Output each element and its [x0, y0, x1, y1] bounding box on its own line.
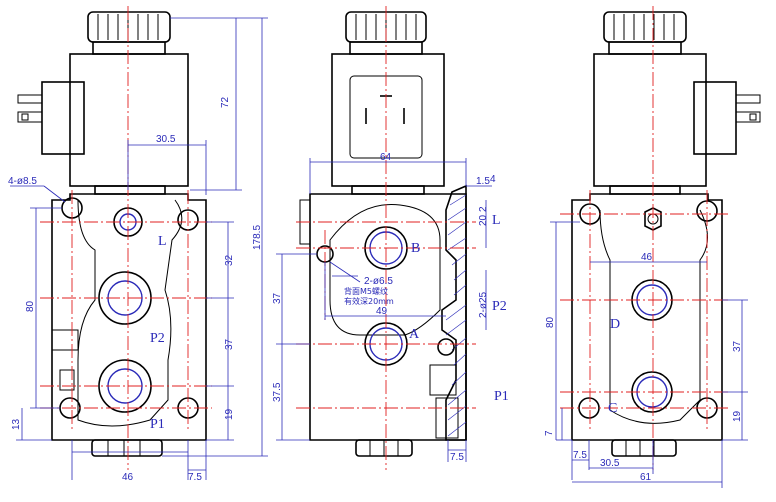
dim-37-5: 37.5: [272, 382, 283, 402]
dim-178-5: 178.5: [252, 225, 263, 250]
dim-1-5: 1.5: [476, 176, 490, 187]
dim-30-5-right: 30.5: [600, 458, 620, 469]
side-view: 64 1.5 4 20 2 L 2-ø25 P2 P1 2-ø6.5 背面M5螺…: [272, 6, 509, 470]
dim-2-25: 2-ø25: [478, 291, 489, 318]
right-view: 46 80 7 37 19 7.5 30.5 61 D: [544, 6, 761, 488]
side-coil: [331, 53, 445, 195]
front-dimensions: 30.5 72 178.5 4-ø8.5 80 13: [8, 17, 268, 483]
port-label-l-side: L: [492, 213, 501, 228]
front-coil: [17, 53, 189, 195]
port-label-c: C: [608, 401, 617, 416]
dim-30-5: 30.5: [156, 134, 176, 145]
front-knurled-cap: [87, 11, 171, 55]
dim-7-right: 7: [544, 430, 555, 436]
dim-37-right: 37: [732, 340, 743, 352]
note-thread-depth: 有效深20mm: [344, 296, 394, 306]
dim-32: 32: [224, 254, 235, 266]
dim-4: 4: [490, 174, 496, 185]
dim-7-5-right: 7.5: [573, 450, 587, 461]
port-label-p2-front: P2: [150, 331, 165, 346]
front-centerlines: [40, 6, 212, 470]
front-view: 30.5 72 178.5 4-ø8.5 80 13: [8, 6, 268, 483]
dim-80: 80: [25, 300, 36, 312]
side-centerlines: [296, 6, 476, 470]
port-label-p2-side: P2: [492, 299, 507, 314]
port-label-p1-front: P1: [150, 417, 165, 432]
port-label-b: B: [411, 241, 420, 256]
right-dimensions: 46 80 7 37 19 7.5 30.5 61: [544, 221, 748, 488]
side-dimensions: 64 1.5 4 20 2 L 2-ø25 P2 P1 2-ø6.5 背面M5螺…: [272, 152, 509, 463]
front-ports: [98, 207, 152, 413]
dim-37-side: 37: [272, 292, 283, 304]
dim-7-5-front: 7.5: [188, 472, 202, 483]
dim-4-8-5: 4-ø8.5: [8, 176, 37, 187]
dim-2-6-5: 2-ø6.5: [364, 276, 393, 287]
dim-19-right: 19: [732, 410, 743, 422]
note-back-thread: 背面M5螺纹: [344, 286, 388, 296]
dim-2: 2: [478, 206, 489, 212]
dim-7-5-side: 7.5: [450, 452, 464, 463]
right-knurled-cap: [603, 11, 687, 55]
dim-13: 13: [11, 418, 22, 430]
dim-49: 49: [376, 306, 388, 317]
dim-46-right: 46: [641, 252, 653, 263]
right-coil: [593, 53, 761, 195]
side-section-hatch: [441, 184, 467, 441]
dim-72: 72: [220, 96, 231, 108]
dim-80-right: 80: [545, 316, 556, 328]
dim-19: 19: [224, 408, 235, 420]
port-label-l-front: L: [158, 234, 167, 249]
right-centerlines: [560, 6, 730, 470]
port-label-p1-side: P1: [494, 389, 509, 404]
front-mount-holes: [59, 197, 199, 419]
port-label-a: A: [409, 327, 420, 342]
dim-61: 61: [640, 472, 652, 483]
dim-20: 20: [478, 214, 489, 226]
port-label-d: D: [610, 317, 620, 332]
dim-64: 64: [380, 152, 392, 163]
dim-46-front: 46: [122, 472, 134, 483]
right-mount-holes: [578, 200, 718, 419]
dim-37: 37: [224, 338, 235, 350]
